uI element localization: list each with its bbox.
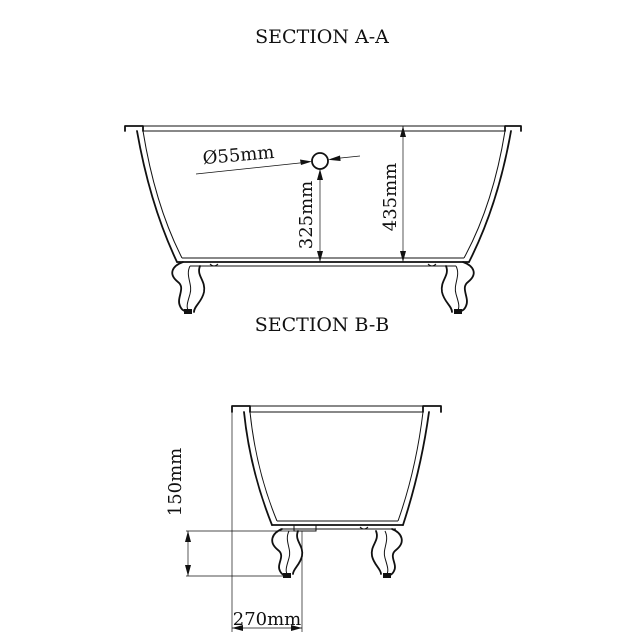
leg-height-label: 150mm <box>165 448 186 517</box>
dim-drain-height <box>317 169 323 262</box>
section-b-title: SECTION B-B <box>255 314 390 336</box>
clawfoot-right-a <box>427 261 475 314</box>
leg-offset-label: 270mm <box>233 609 302 630</box>
dim-leg-offset <box>232 625 302 631</box>
tub-b-outline <box>231 405 442 532</box>
clawfoot-left-a <box>171 261 219 314</box>
clawfoot-right-b <box>359 526 403 578</box>
dim-leg-height <box>185 531 191 576</box>
clawfoot-left-b <box>271 528 304 578</box>
drain-diameter-label: Ø55mm <box>202 142 275 169</box>
dim-extension-lines <box>186 412 303 632</box>
section-a-title: SECTION A-A <box>255 26 389 48</box>
dim-total-height <box>400 126 406 262</box>
tub-a-outline <box>124 125 522 267</box>
section-a-a: SECTION A-A <box>124 26 522 314</box>
total-height-label: 435mm <box>380 163 401 232</box>
section-b-b: SECTION B-B <box>165 314 442 632</box>
drain-height-label: 325mm <box>296 181 317 250</box>
